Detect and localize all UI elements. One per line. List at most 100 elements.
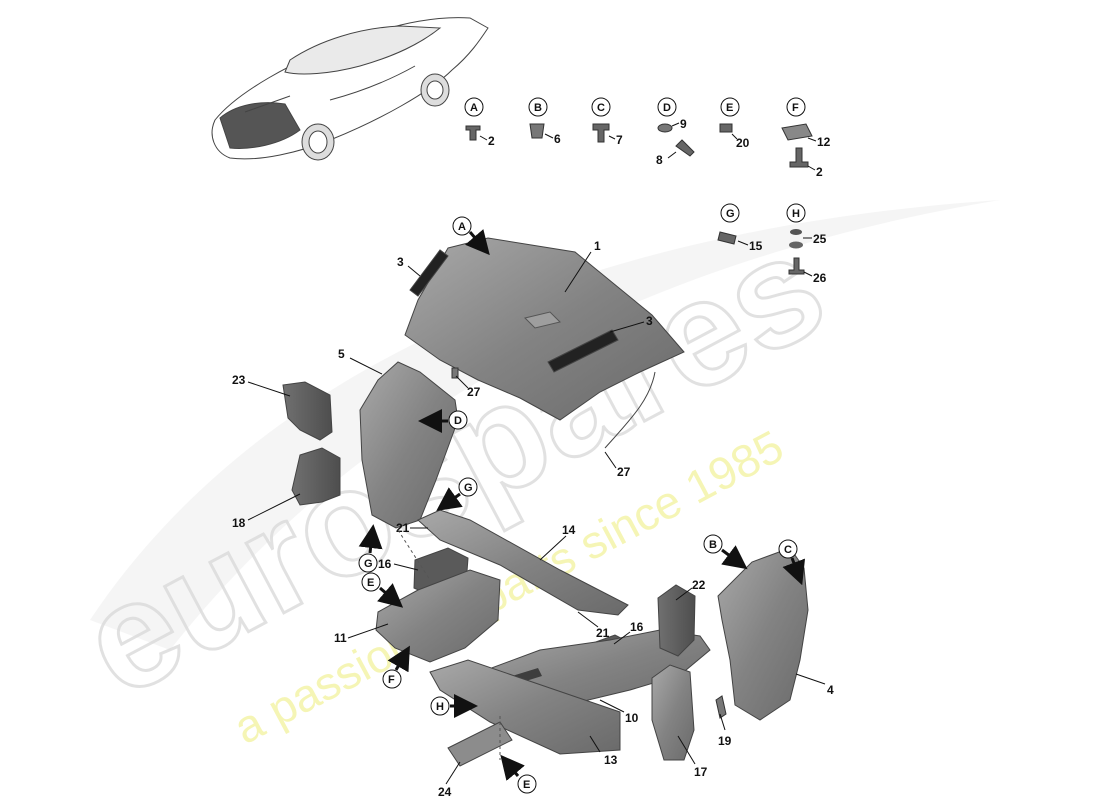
bolt-icon: [465, 125, 481, 141]
svg-text:F: F: [388, 674, 395, 686]
long-bolt-icon: [675, 139, 695, 157]
part-14-crossmember: [417, 509, 629, 616]
push-pin-icon: [717, 231, 737, 245]
key-d-letter: D: [663, 102, 671, 114]
callout-23: 23: [232, 373, 246, 387]
svg-text:B: B: [709, 539, 717, 551]
key-d-part-9: 9: [680, 117, 687, 131]
callout-4: 4: [827, 683, 834, 697]
callout-3-upper: 3: [397, 255, 404, 269]
svg-text:D: D: [454, 415, 462, 427]
callout-27-lower: 27: [617, 465, 631, 479]
callout-18: 18: [232, 516, 246, 530]
washer-icon: [789, 241, 803, 249]
part-13-splash-tray: [429, 659, 621, 755]
location-arrows: A D G G E F B: [358, 216, 806, 794]
part-24-plate: [447, 721, 513, 767]
svg-text:H: H: [436, 701, 444, 713]
part-callouts: 1 3 3 5 23 18 27 27 21 21 14 16 16 11 22…: [232, 239, 834, 799]
key-g-letter: G: [726, 208, 735, 220]
screw-icon: [592, 123, 610, 143]
part-17-duct-leg: [651, 664, 695, 761]
key-g: G 15: [717, 203, 763, 253]
arrow-marker-g-lower: G: [358, 524, 383, 573]
key-f-part-12: 12: [817, 135, 831, 149]
nut-icon: [719, 123, 733, 133]
callout-1: 1: [594, 239, 601, 253]
callout-14: 14: [562, 523, 576, 537]
part-1-undertray: [404, 237, 685, 421]
key-c-letter: C: [597, 102, 605, 114]
part-23-bracket: [282, 381, 333, 441]
svg-text:E: E: [523, 779, 530, 791]
callout-27-upper: 27: [467, 385, 481, 399]
key-d-part-8: 8: [656, 153, 663, 167]
key-c: C 7: [591, 97, 623, 147]
callout-19: 19: [718, 734, 732, 748]
arrow-marker-e-lower: E: [500, 754, 537, 794]
key-a: A 2: [464, 97, 495, 148]
key-e-part: 20: [736, 136, 750, 150]
part-11-air-duct: [375, 569, 501, 663]
key-f: F 12 2: [781, 97, 831, 179]
key-f-letter: F: [792, 102, 799, 114]
arrow-marker-c: C: [778, 539, 806, 586]
arrow-marker-h: H: [430, 694, 478, 718]
car-thumbnail: [211, 17, 489, 161]
key-c-part: 7: [616, 133, 623, 147]
part-19-clip: [715, 695, 727, 719]
callout-11: 11: [334, 631, 347, 645]
arrow-marker-d: D: [418, 409, 468, 433]
arrow-marker-g-upper: G: [436, 477, 478, 511]
key-e-letter: E: [726, 102, 733, 114]
assembly-line: [397, 529, 431, 581]
key-b-letter: B: [534, 102, 542, 114]
key-h-part-26: 26: [813, 271, 827, 285]
clip-icon: [529, 123, 545, 139]
part-27-cable: [604, 371, 656, 449]
callout-3-lower: 3: [646, 314, 653, 328]
key-e: E 20: [719, 97, 750, 150]
key-g-part: 15: [749, 239, 763, 253]
callout-13: 13: [604, 753, 618, 767]
part-3-seal-upper: [409, 249, 449, 297]
part-18-deflector: [291, 447, 341, 506]
bracket-clip-icon: [781, 123, 813, 141]
arrow-marker-f: F: [382, 645, 410, 689]
svg-text:E: E: [367, 577, 374, 589]
bolt-icon: [788, 257, 805, 275]
key-f-part-2: 2: [816, 165, 823, 179]
key-d: D 9 8: [656, 97, 695, 167]
washer-icon: [657, 123, 673, 133]
arrow-marker-b: B: [703, 534, 748, 570]
callout-22: 22: [692, 578, 706, 592]
arrow-marker-e-upper: E: [361, 572, 404, 608]
washer-icon: [790, 229, 802, 235]
key-h: H 25 26: [786, 203, 827, 285]
svg-text:G: G: [464, 482, 473, 494]
key-b: B 6: [528, 97, 561, 146]
part-4-side-shield: [717, 547, 809, 721]
callout-17: 17: [694, 765, 708, 779]
svg-text:G: G: [364, 558, 373, 570]
part-3-seal-lower: [547, 329, 619, 373]
part-22-bracket: [657, 584, 696, 657]
part-5-side-panel: [359, 361, 459, 529]
svg-text:A: A: [458, 221, 466, 233]
key-h-letter: H: [792, 208, 800, 220]
key-a-letter: A: [470, 102, 478, 114]
arrow-marker-a: A: [452, 216, 490, 256]
callout-21-upper: 21: [396, 521, 410, 535]
parts: [282, 237, 809, 767]
callout-24: 24: [438, 785, 452, 799]
callout-16-left: 16: [378, 557, 392, 571]
callout-5: 5: [338, 347, 345, 361]
key-h-part-25: 25: [813, 232, 827, 246]
part-1-detail: [524, 311, 561, 329]
stud-icon: [789, 147, 809, 168]
svg-text:C: C: [784, 544, 792, 556]
callout-21-lower: 21: [596, 626, 610, 640]
key-b-part: 6: [554, 132, 561, 146]
callout-10: 10: [625, 711, 639, 725]
